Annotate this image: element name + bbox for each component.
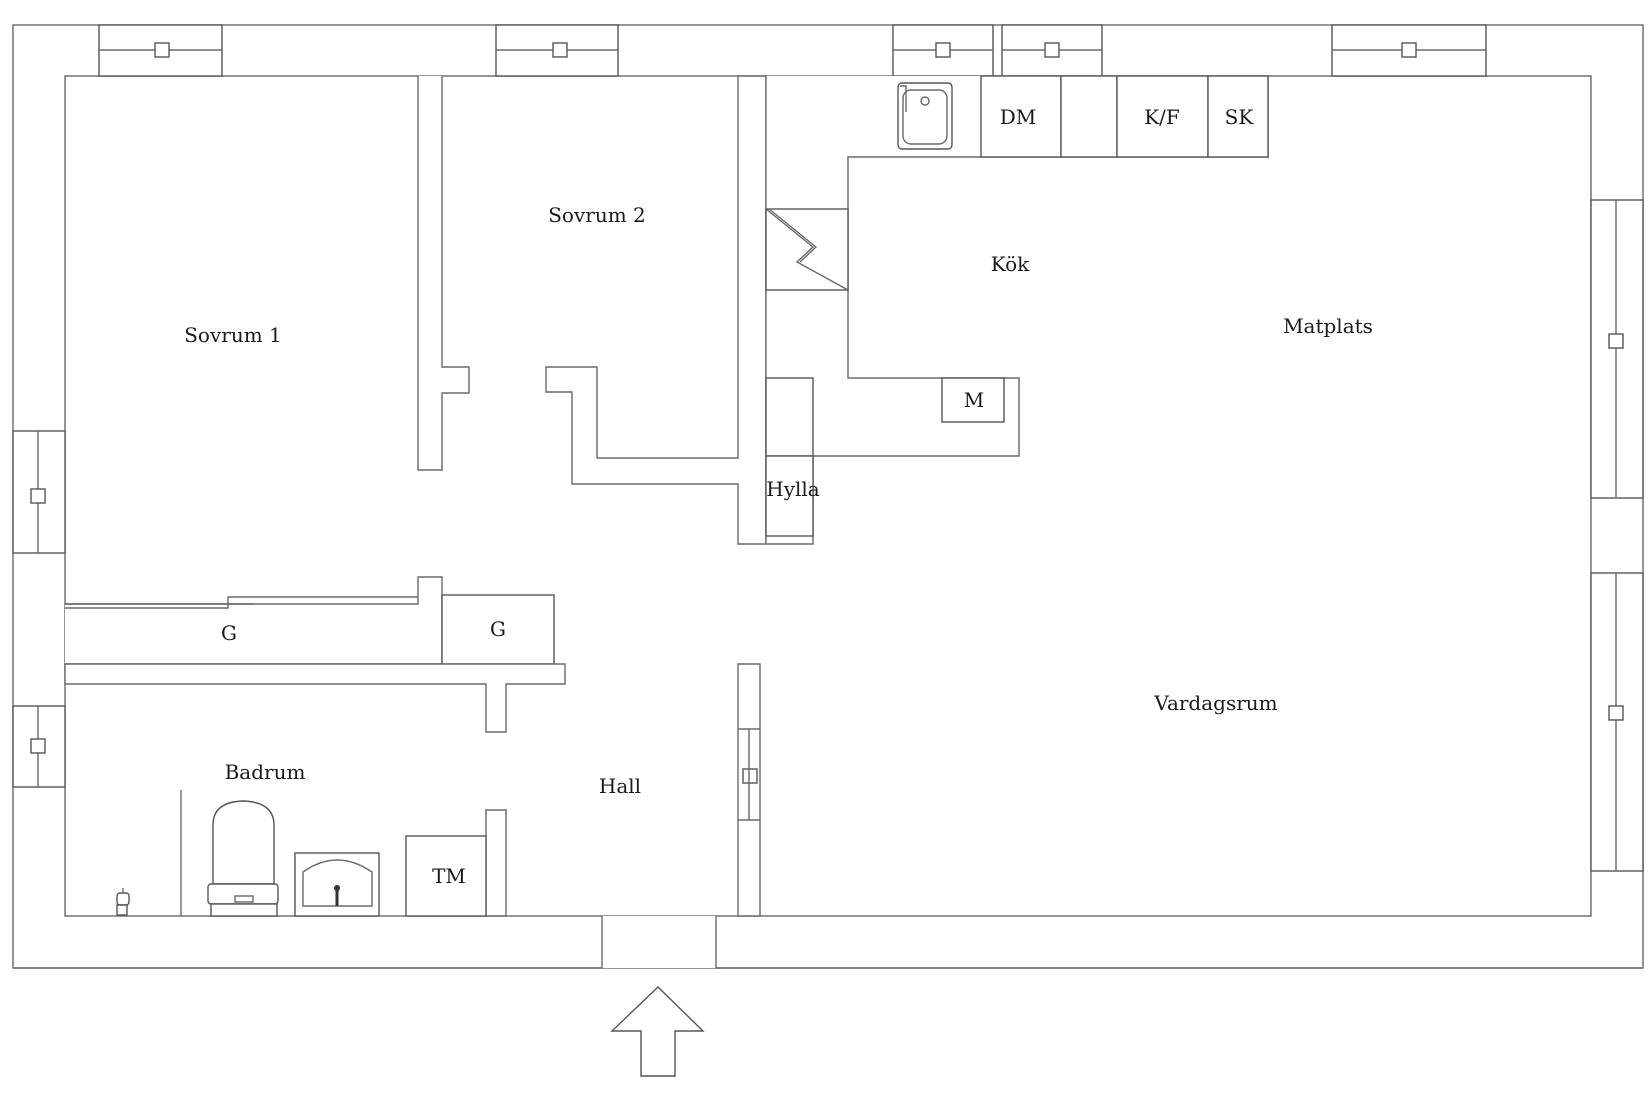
room-label-hall: Hall [599, 774, 641, 798]
window-top-4 [1001, 24, 1103, 77]
window-right-2 [1590, 572, 1644, 872]
window-top-5 [1331, 24, 1487, 77]
room-label-sovrum-1: Sovrum 1 [184, 323, 282, 347]
window-top-1 [98, 24, 223, 77]
cabinet-unit [1207, 75, 1269, 158]
washer-unit [405, 835, 487, 917]
wall-wardrobe-1 [65, 576, 443, 665]
chimney-icon [765, 208, 849, 291]
floor-drain-icon [116, 888, 130, 916]
window-top-2 [495, 24, 619, 77]
fixture-label-microwave: M [964, 388, 984, 412]
wall-sovrum1-sovrum2 [417, 76, 470, 471]
room-label-kok: Kök [991, 252, 1030, 276]
fixture-label-dishwasher: DM [1000, 105, 1037, 129]
room-label-sovrum-2: Sovrum 2 [548, 203, 646, 227]
room-label-badrum: Badrum [225, 760, 306, 784]
window-left-2 [12, 705, 66, 788]
inner-window-latch [742, 768, 758, 784]
wall-sovrum2-lower [545, 75, 767, 545]
room-label-matplats: Matplats [1283, 314, 1373, 338]
entrance-opening [602, 916, 716, 968]
fixture-label-fridge-freezer: K/F [1144, 105, 1180, 129]
fixture-label-washer: TM [432, 864, 466, 888]
window-left-1 [12, 430, 66, 554]
bathroom-sink-icon [294, 852, 380, 917]
fridge-freezer-unit [1116, 75, 1209, 158]
fixture-label-shelf: Hylla [766, 477, 820, 501]
microwave-unit [941, 377, 1005, 423]
shelf-unit [765, 455, 814, 537]
fixture-label-cabinet: SK [1225, 105, 1255, 129]
entrance-arrow-icon [610, 986, 705, 1077]
dishwasher-unit [980, 75, 1062, 158]
room-label-vardagsrum: Vardagsrum [1153, 691, 1277, 715]
kitchen-sink-icon [897, 82, 953, 150]
counter-unit [1060, 75, 1118, 158]
fixture-label-wardrobe-2: G [490, 617, 506, 641]
shelf-upper [765, 377, 814, 457]
wardrobe-2 [441, 594, 555, 665]
window-right-1 [1590, 199, 1644, 499]
fixture-label-wardrobe-1: G [221, 621, 237, 645]
toilet-icon [207, 800, 279, 917]
wall-bathroom-right [485, 809, 507, 917]
window-top-3 [892, 24, 994, 77]
wall-bathroom-top [64, 663, 566, 733]
